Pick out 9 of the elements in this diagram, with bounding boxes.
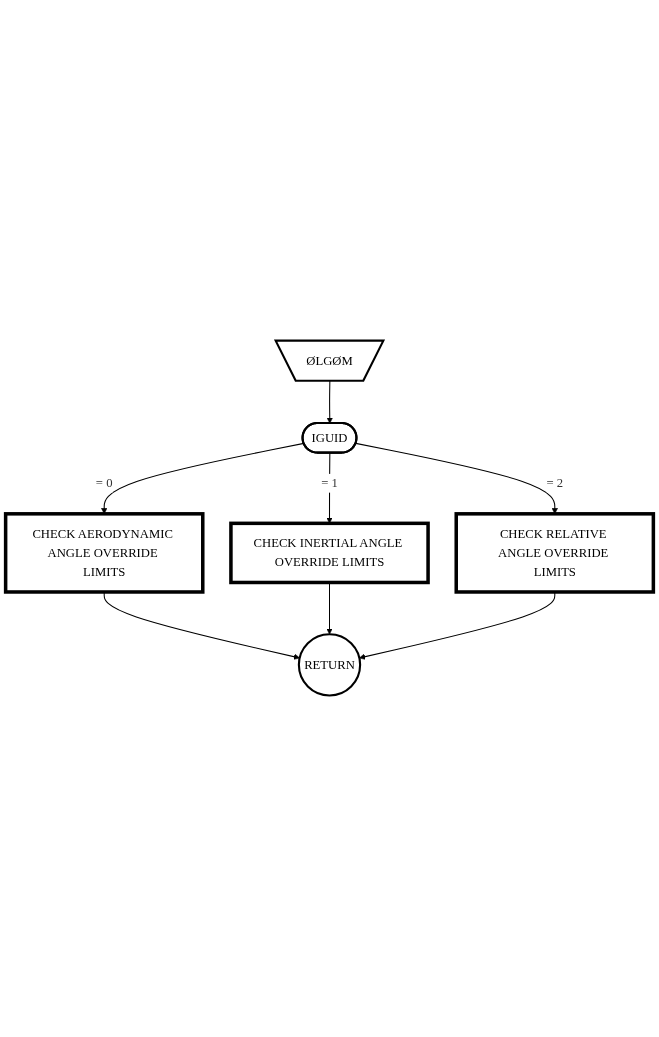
edge-label: = 1	[321, 476, 338, 491]
arrow	[355, 443, 558, 515]
edge-label: = 2	[546, 476, 564, 491]
arrow	[326, 582, 333, 635]
node-box: CHECK RELATIVE ANGLE OVERRIDE LIMITS	[454, 512, 656, 595]
node-box: CHECK AERODYNAMIC ANGLE OVERRIDE LIMITS	[3, 512, 205, 595]
node-box: CHECK INERTIAL ANGLE OVERRIDE LIMITS	[229, 522, 430, 585]
edge-label: = 0	[95, 476, 113, 491]
node-circle: RETURN	[297, 633, 362, 697]
